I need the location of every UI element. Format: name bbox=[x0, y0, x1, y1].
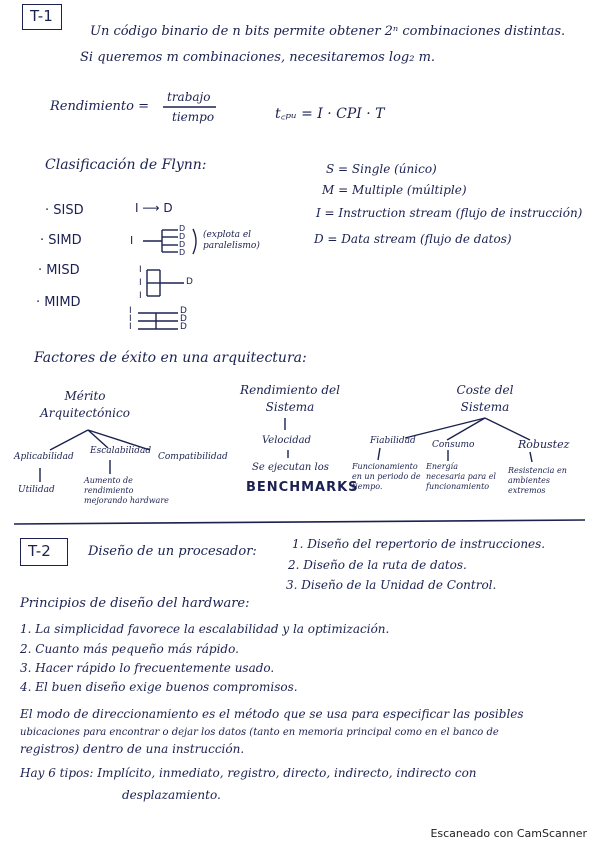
robustez: Robustez bbox=[518, 438, 570, 451]
utilidad: Utilidad bbox=[18, 485, 55, 495]
factores-title: Factores de éxito en una arquitectura: bbox=[34, 350, 307, 366]
paso-2: 2. Diseño de la ruta de datos. bbox=[288, 558, 467, 572]
velocidad: Velocidad bbox=[262, 435, 312, 446]
flynn-misd: · MISD bbox=[38, 263, 80, 278]
topic-tag-2: T-2 bbox=[28, 542, 51, 560]
def-instruction: I = Instruction stream (flujo de instruc… bbox=[316, 206, 583, 220]
paso-3: 3. Diseño de la Unidad de Control. bbox=[286, 578, 497, 592]
aplicabilidad: Aplicabilidad bbox=[14, 452, 74, 462]
flynn-simd: · SIMD bbox=[40, 233, 82, 248]
def-data: D = Data stream (flujo de datos) bbox=[314, 232, 512, 246]
paso-1: 1. Diseño del repertorio de instruccione… bbox=[292, 537, 546, 551]
topic-tag-box-2 bbox=[20, 538, 68, 566]
scanner-watermark: Escaneado con CamScanner bbox=[430, 827, 587, 840]
escalabilidad: Escalabilidad bbox=[90, 446, 152, 456]
tipos-line-1: Hay 6 tipos: Implícito, inmediato, regis… bbox=[20, 766, 477, 780]
flynn-mimd: · MIMD bbox=[36, 295, 81, 310]
benchmarks: BENCHMARKS bbox=[246, 480, 359, 495]
topic-tag: T-1 bbox=[30, 7, 53, 25]
merito-heading: Mérito Arquitectónico bbox=[40, 389, 130, 420]
fiabilidad-desc: Funcionamiento en un periodo de tiempo. bbox=[352, 462, 421, 491]
diseno-procesador: Diseño de un procesador: bbox=[88, 544, 257, 559]
modo-line-1: El modo de direccionamiento es el método… bbox=[20, 707, 524, 721]
flynn-title: Clasificación de Flynn: bbox=[45, 157, 207, 173]
simd-note: (explota el paralelismo) bbox=[203, 230, 260, 251]
consumo: Consumo bbox=[432, 440, 475, 450]
def-single: S = Single (único) bbox=[326, 162, 437, 176]
modo-line-2: ubicaciones para encontrar o dejar los d… bbox=[20, 727, 499, 738]
def-multiple: M = Multiple (múltiple) bbox=[322, 183, 467, 197]
section-divider bbox=[13, 519, 586, 525]
principio-3: 3. Hacer rápido lo frecuentemente usado. bbox=[20, 661, 275, 675]
aumento-rendimiento: Aumento de rendimiento mejorando hardwar… bbox=[84, 476, 169, 505]
principio-1: 1. La simplicidad favorece la escalabili… bbox=[20, 622, 390, 636]
tcpu-formula: t꜀ₚᵤ = I · CPI · T bbox=[275, 106, 385, 122]
sisd-diagram: I ⟶ D bbox=[135, 201, 173, 215]
rendimiento-numerator: trabajo bbox=[167, 90, 211, 104]
rendimiento-label: Rendimiento = bbox=[50, 99, 149, 114]
rendimiento-denominator: tiempo bbox=[172, 110, 215, 124]
robustez-desc: Resistencia en ambientes extremos bbox=[508, 466, 567, 495]
fiabilidad: Fiabilidad bbox=[370, 436, 416, 446]
combinations-line: Si queremos m combinaciones, necesitarem… bbox=[80, 50, 436, 65]
consumo-desc: Energía necesaria para el funcionamiento bbox=[426, 462, 496, 491]
se-ejecutan: Se ejecutan los bbox=[252, 462, 329, 473]
simd-diagram-i: I bbox=[130, 234, 134, 247]
principio-2: 2. Cuanto más pequeño más rápido. bbox=[20, 642, 239, 656]
binary-code-line: Un código binario de n bits permite obte… bbox=[90, 24, 566, 39]
rendimiento-sistema-heading: Rendimiento del Sistema bbox=[240, 383, 340, 414]
flynn-sisd: · SISD bbox=[45, 203, 84, 218]
coste-sistema-heading: Coste del Sistema bbox=[456, 383, 514, 414]
compatibilidad: Compatibilidad bbox=[158, 452, 228, 462]
misd-diagram-d: D bbox=[186, 277, 193, 287]
modo-line-3: registros) dentro de una instrucción. bbox=[20, 742, 245, 756]
principio-4: 4. El buen diseño exige buenos compromis… bbox=[20, 680, 298, 694]
topic-tag-box bbox=[22, 4, 62, 30]
principios-title: Principios de diseño del hardware: bbox=[20, 596, 250, 611]
tipos-line-2: desplazamiento. bbox=[122, 788, 221, 802]
